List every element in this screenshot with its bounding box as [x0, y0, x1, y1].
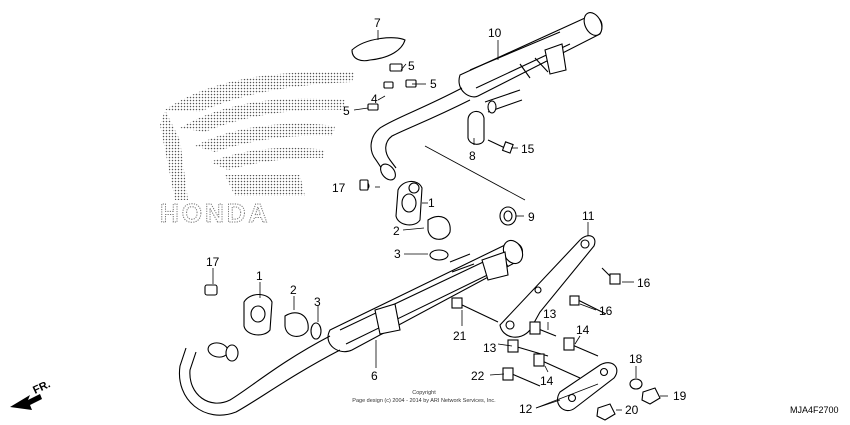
direction-label: FR. — [31, 378, 52, 396]
callout-2: 2 — [290, 283, 297, 297]
bolt-15 — [487, 139, 514, 154]
copyright-line-2: Page design (c) 2004 - 2014 by ARI Netwo… — [352, 398, 496, 404]
diagram-code: MJA4F2700 — [790, 405, 839, 415]
honda-logo-text: HONDA — [160, 198, 270, 228]
callout-9: 9 — [528, 210, 535, 224]
callout-3: 3 — [314, 295, 321, 309]
collar-9 — [499, 206, 517, 226]
callout-17: 17 — [332, 181, 346, 195]
callout-12: 12 — [519, 402, 533, 416]
callout-17: 17 — [206, 255, 220, 269]
callout-15: 15 — [521, 142, 535, 156]
bracket-11 — [499, 235, 596, 338]
clips-4-5 — [367, 63, 417, 111]
leader-lines — [212, 30, 668, 411]
bracket-12 — [557, 362, 618, 412]
upper-muffler — [458, 12, 603, 98]
band-8 — [467, 110, 485, 145]
callout-16: 16 — [637, 276, 651, 290]
callout-5: 5 — [430, 77, 437, 91]
upper-exhaust-pipe — [370, 87, 523, 181]
callout-11: 11 — [582, 209, 595, 223]
callout-16: 16 — [599, 304, 613, 318]
lower-flange-parts — [204, 284, 322, 340]
callout-13: 13 — [483, 341, 497, 355]
callout-18: 18 — [629, 352, 643, 366]
lower-exhaust-pipe — [178, 253, 475, 416]
callout-3: 3 — [394, 247, 401, 261]
callout-13: 13 — [543, 307, 557, 321]
upper-flange-parts — [360, 180, 451, 261]
callout-10: 10 — [488, 26, 502, 40]
heat-shield-7 — [351, 37, 406, 62]
callout-14: 14 — [576, 323, 590, 337]
copyright-line-1: Copyright — [412, 390, 436, 396]
honda-wing-watermark — [160, 71, 355, 200]
callout-5: 5 — [408, 59, 415, 73]
callout-19: 19 — [673, 389, 687, 403]
callout-6: 6 — [371, 369, 378, 383]
callout-4: 4 — [371, 92, 378, 106]
callout-14: 14 — [540, 374, 554, 388]
callout-2: 2 — [393, 224, 400, 238]
callout-1: 1 — [428, 196, 435, 210]
bolts-group — [359, 179, 661, 421]
lower-muffler — [327, 239, 524, 353]
callout-8: 8 — [469, 149, 476, 163]
callout-22: 22 — [471, 369, 485, 383]
callout-20: 20 — [625, 403, 639, 417]
callout-5: 5 — [343, 104, 350, 118]
callout-7: 7 — [374, 16, 381, 30]
callout-labels: 7 10 5 5 4 5 8 15 17 1 2 3 9 11 17 1 2 3… — [206, 16, 687, 417]
callout-21: 21 — [453, 329, 467, 343]
callout-1: 1 — [256, 269, 263, 283]
front-direction-arrow-icon — [10, 394, 42, 410]
